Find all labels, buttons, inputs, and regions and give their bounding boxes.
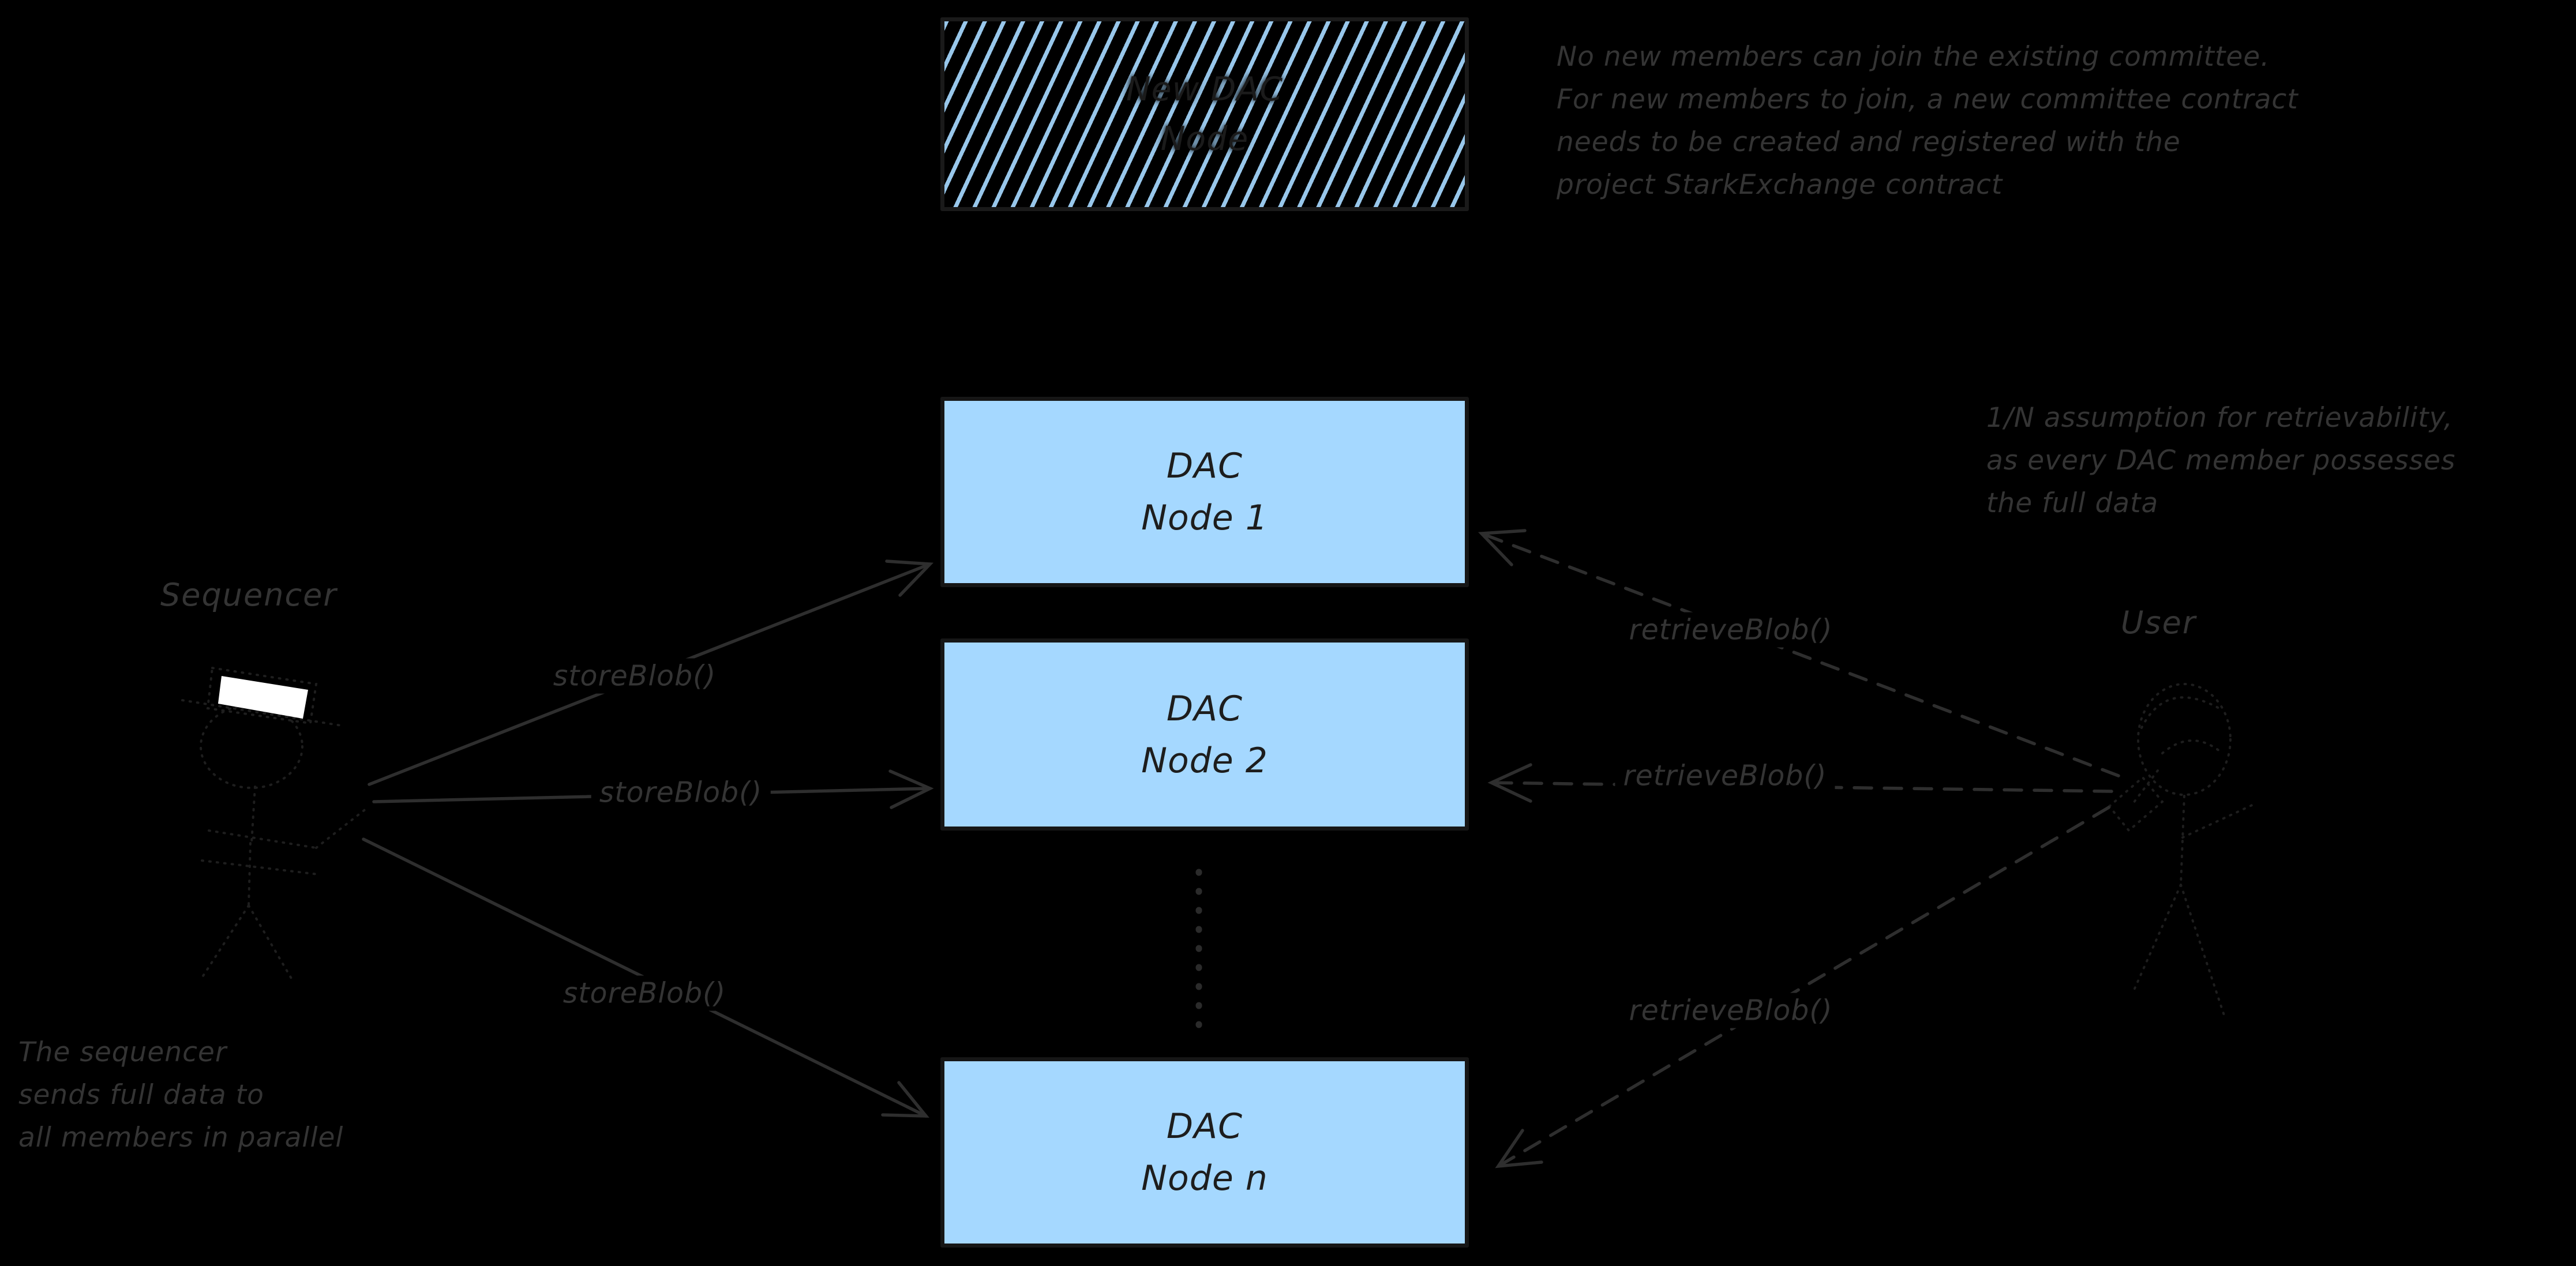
note-line: needs to be created and registered with … <box>1557 126 2181 158</box>
dac-node-2-box: DAC Node 2 <box>940 638 1469 831</box>
note-line: sends full data to <box>18 1079 264 1111</box>
dac-node-1-label-line1: DAC <box>1166 446 1243 486</box>
note-sequencer-parallel: The sequencer sends full data to all mem… <box>18 1031 343 1159</box>
sequencer-arm <box>315 805 370 849</box>
user-hair-inner <box>2161 739 2223 754</box>
retrieve-arrow-1-head <box>1478 529 1527 566</box>
user-label: User <box>2121 604 2197 641</box>
dac-node-2-label-line1: DAC <box>1166 688 1243 729</box>
dac-node-n-label-line1: DAC <box>1166 1106 1243 1147</box>
note-line: the full data <box>1986 487 2159 519</box>
store-arrow-3-head <box>881 1081 929 1118</box>
note-line: as every DAC member possesses <box>1986 445 2456 476</box>
user-phone <box>2108 776 2164 832</box>
note-line: For new members to join, a new committee… <box>1557 84 2298 115</box>
new-dac-node-label-line2: Node <box>1160 120 1249 158</box>
sequencer-lap <box>208 829 317 849</box>
sequencer-body <box>250 786 256 844</box>
laptop-lid-outline <box>206 666 318 725</box>
sequencer-leg-upper <box>248 842 252 907</box>
store-blob-label-1: storeBlob() <box>545 658 725 694</box>
store-arrow-1-head <box>885 559 934 597</box>
dac-node-2-label-line2: Node 2 <box>1141 740 1268 781</box>
retrieve-blob-label-2: retrieveBlob() <box>1615 758 1835 794</box>
note-retrievability: 1/N assumption for retrievability, as ev… <box>1986 397 2455 525</box>
retrieve-arrow-3 <box>1497 806 2110 1168</box>
user-leg-right <box>2180 884 2225 1016</box>
sequencer-figure <box>181 666 370 981</box>
store-arrow-2-head <box>888 769 934 809</box>
dac-node-n-label-line2: Node n <box>1141 1158 1268 1199</box>
note-line: The sequencer <box>18 1036 227 1068</box>
retrieve-arrow-2-head <box>1487 763 1532 803</box>
note-no-new-members: No new members can join the existing com… <box>1557 36 2298 206</box>
sequencer-leg-right <box>248 904 293 981</box>
store-blob-label-2: storeBlob() <box>591 775 771 810</box>
retrieve-arrow-1 <box>1480 532 2120 777</box>
note-line: No new members can join the existing com… <box>1557 41 2270 73</box>
user-figure <box>2108 683 2258 1016</box>
user-head <box>2137 683 2232 796</box>
user-hair <box>2140 696 2222 729</box>
laptop-hinge <box>181 699 343 727</box>
retrieve-blob-label-1: retrieveBlob() <box>1621 612 1841 648</box>
sequencer-label: Sequencer <box>160 577 338 613</box>
note-line: 1/N assumption for retrievability, <box>1986 402 2453 434</box>
retrieve-blob-label-3: retrieveBlob() <box>1621 993 1841 1028</box>
new-dac-node-label-line1: New DAC <box>1126 70 1284 108</box>
dac-node-1-label-line2: Node 1 <box>1141 498 1268 538</box>
store-blob-label-3: storeBlob() <box>554 975 734 1011</box>
user-body <box>2180 795 2185 886</box>
note-line: project StarkExchange contract <box>1557 169 2003 201</box>
laptop-screen <box>218 676 308 719</box>
retrieve-arrow-3-head <box>1495 1129 1543 1169</box>
dac-node-n-box: DAC Node n <box>940 1057 1469 1248</box>
dac-node-1-box: DAC Node 1 <box>940 397 1469 587</box>
new-dac-node-box: New DAC Node <box>940 17 1469 211</box>
user-leg-left <box>2133 884 2182 990</box>
note-line: all members in parallel <box>18 1122 344 1154</box>
sequencer-head <box>200 704 303 789</box>
user-arm-left <box>2132 769 2159 804</box>
sequencer-leg-left <box>202 904 250 977</box>
sequencer-seat <box>201 859 320 876</box>
user-arm-right <box>2181 802 2258 839</box>
